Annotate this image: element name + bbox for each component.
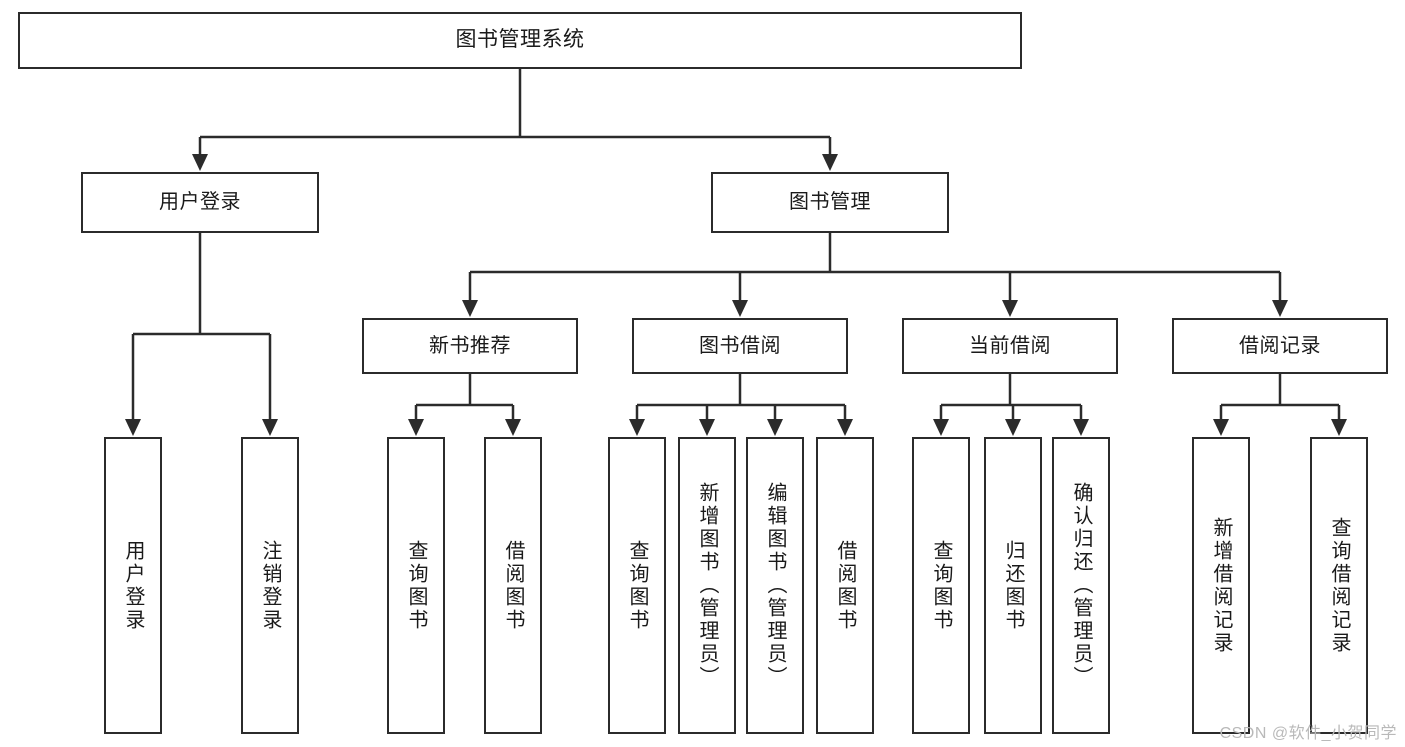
node-label: 新增图书（管理员）	[696, 482, 718, 689]
csdn-watermark: CSDN @软件_小贺同学	[1219, 725, 1397, 742]
node-leaf-cb-confirm: 确认归还（管理员）	[1052, 437, 1110, 734]
node-label: 编辑图书（管理员）	[764, 482, 786, 689]
arrowhead-current_borrow	[1002, 300, 1018, 317]
node-book-borrow: 图书借阅	[632, 318, 848, 374]
node-label: 查询借阅记录	[1328, 516, 1350, 655]
node-label: 借阅记录	[1239, 334, 1321, 357]
node-leaf-cb-query: 查询图书	[912, 437, 970, 734]
node-leaf-user-login: 用户登录	[104, 437, 162, 734]
arrowhead-leaf_bb_query	[629, 419, 645, 436]
node-leaf-user-logout: 注销登录	[241, 437, 299, 734]
node-label: 图书管理	[789, 191, 871, 213]
node-leaf-nb-borrow: 借阅图书	[484, 437, 542, 734]
arrowhead-leaf_cb_confirm	[1073, 419, 1089, 436]
node-label: 确认归还（管理员）	[1070, 482, 1092, 689]
node-current-borrow: 当前借阅	[902, 318, 1118, 374]
node-label: 图书管理系统	[455, 28, 585, 52]
arrowhead-new_book_rec	[462, 300, 478, 317]
node-book-manage: 图书管理	[711, 172, 949, 233]
arrowhead-borrow_record	[1272, 300, 1288, 317]
arrowhead-leaf_nb_query	[408, 419, 424, 436]
node-label: 查询图书	[405, 539, 427, 632]
node-leaf-bb-query: 查询图书	[608, 437, 666, 734]
arrowhead-leaf_nb_borrow	[505, 419, 521, 436]
node-leaf-bb-add: 新增图书（管理员）	[678, 437, 736, 734]
arrowhead-leaf_bb_edit	[767, 419, 783, 436]
node-label: 注销登录	[259, 539, 281, 632]
node-label: 新增借阅记录	[1210, 516, 1232, 655]
node-label: 借阅图书	[502, 539, 524, 632]
arrowhead-leaf_bb_add	[699, 419, 715, 436]
node-label: 归还图书	[1002, 539, 1024, 632]
node-new-book-rec: 新书推荐	[362, 318, 578, 374]
node-leaf-bb-borrow: 借阅图书	[816, 437, 874, 734]
node-borrow-record: 借阅记录	[1172, 318, 1388, 374]
node-leaf-br-query: 查询借阅记录	[1310, 437, 1368, 734]
arrowhead-leaf_cb_query	[933, 419, 949, 436]
node-leaf-br-add: 新增借阅记录	[1192, 437, 1250, 734]
arrowhead-user_login	[192, 154, 208, 171]
node-label: 借阅图书	[834, 539, 856, 632]
arrowhead-leaf_br_add	[1213, 419, 1229, 436]
node-label: 用户登录	[122, 539, 144, 632]
node-label: 新书推荐	[429, 334, 511, 357]
node-leaf-cb-return: 归还图书	[984, 437, 1042, 734]
arrowhead-book_borrow	[732, 300, 748, 317]
node-root: 图书管理系统	[18, 12, 1022, 69]
node-label: 用户登录	[159, 191, 241, 213]
node-label: 图书借阅	[699, 334, 781, 357]
node-label: 查询图书	[626, 539, 648, 632]
arrowhead-leaf_cb_return	[1005, 419, 1021, 436]
arrowhead-leaf_user_login	[125, 419, 141, 436]
node-user-login: 用户登录	[81, 172, 319, 233]
arrowhead-book_manage	[822, 154, 838, 171]
node-leaf-bb-edit: 编辑图书（管理员）	[746, 437, 804, 734]
node-leaf-nb-query: 查询图书	[387, 437, 445, 734]
node-label: 查询图书	[930, 539, 952, 632]
node-label: 当前借阅	[969, 334, 1051, 357]
arrowhead-leaf_user_logout	[262, 419, 278, 436]
arrowhead-leaf_br_query	[1331, 419, 1347, 436]
arrowhead-leaf_bb_borrow	[837, 419, 853, 436]
